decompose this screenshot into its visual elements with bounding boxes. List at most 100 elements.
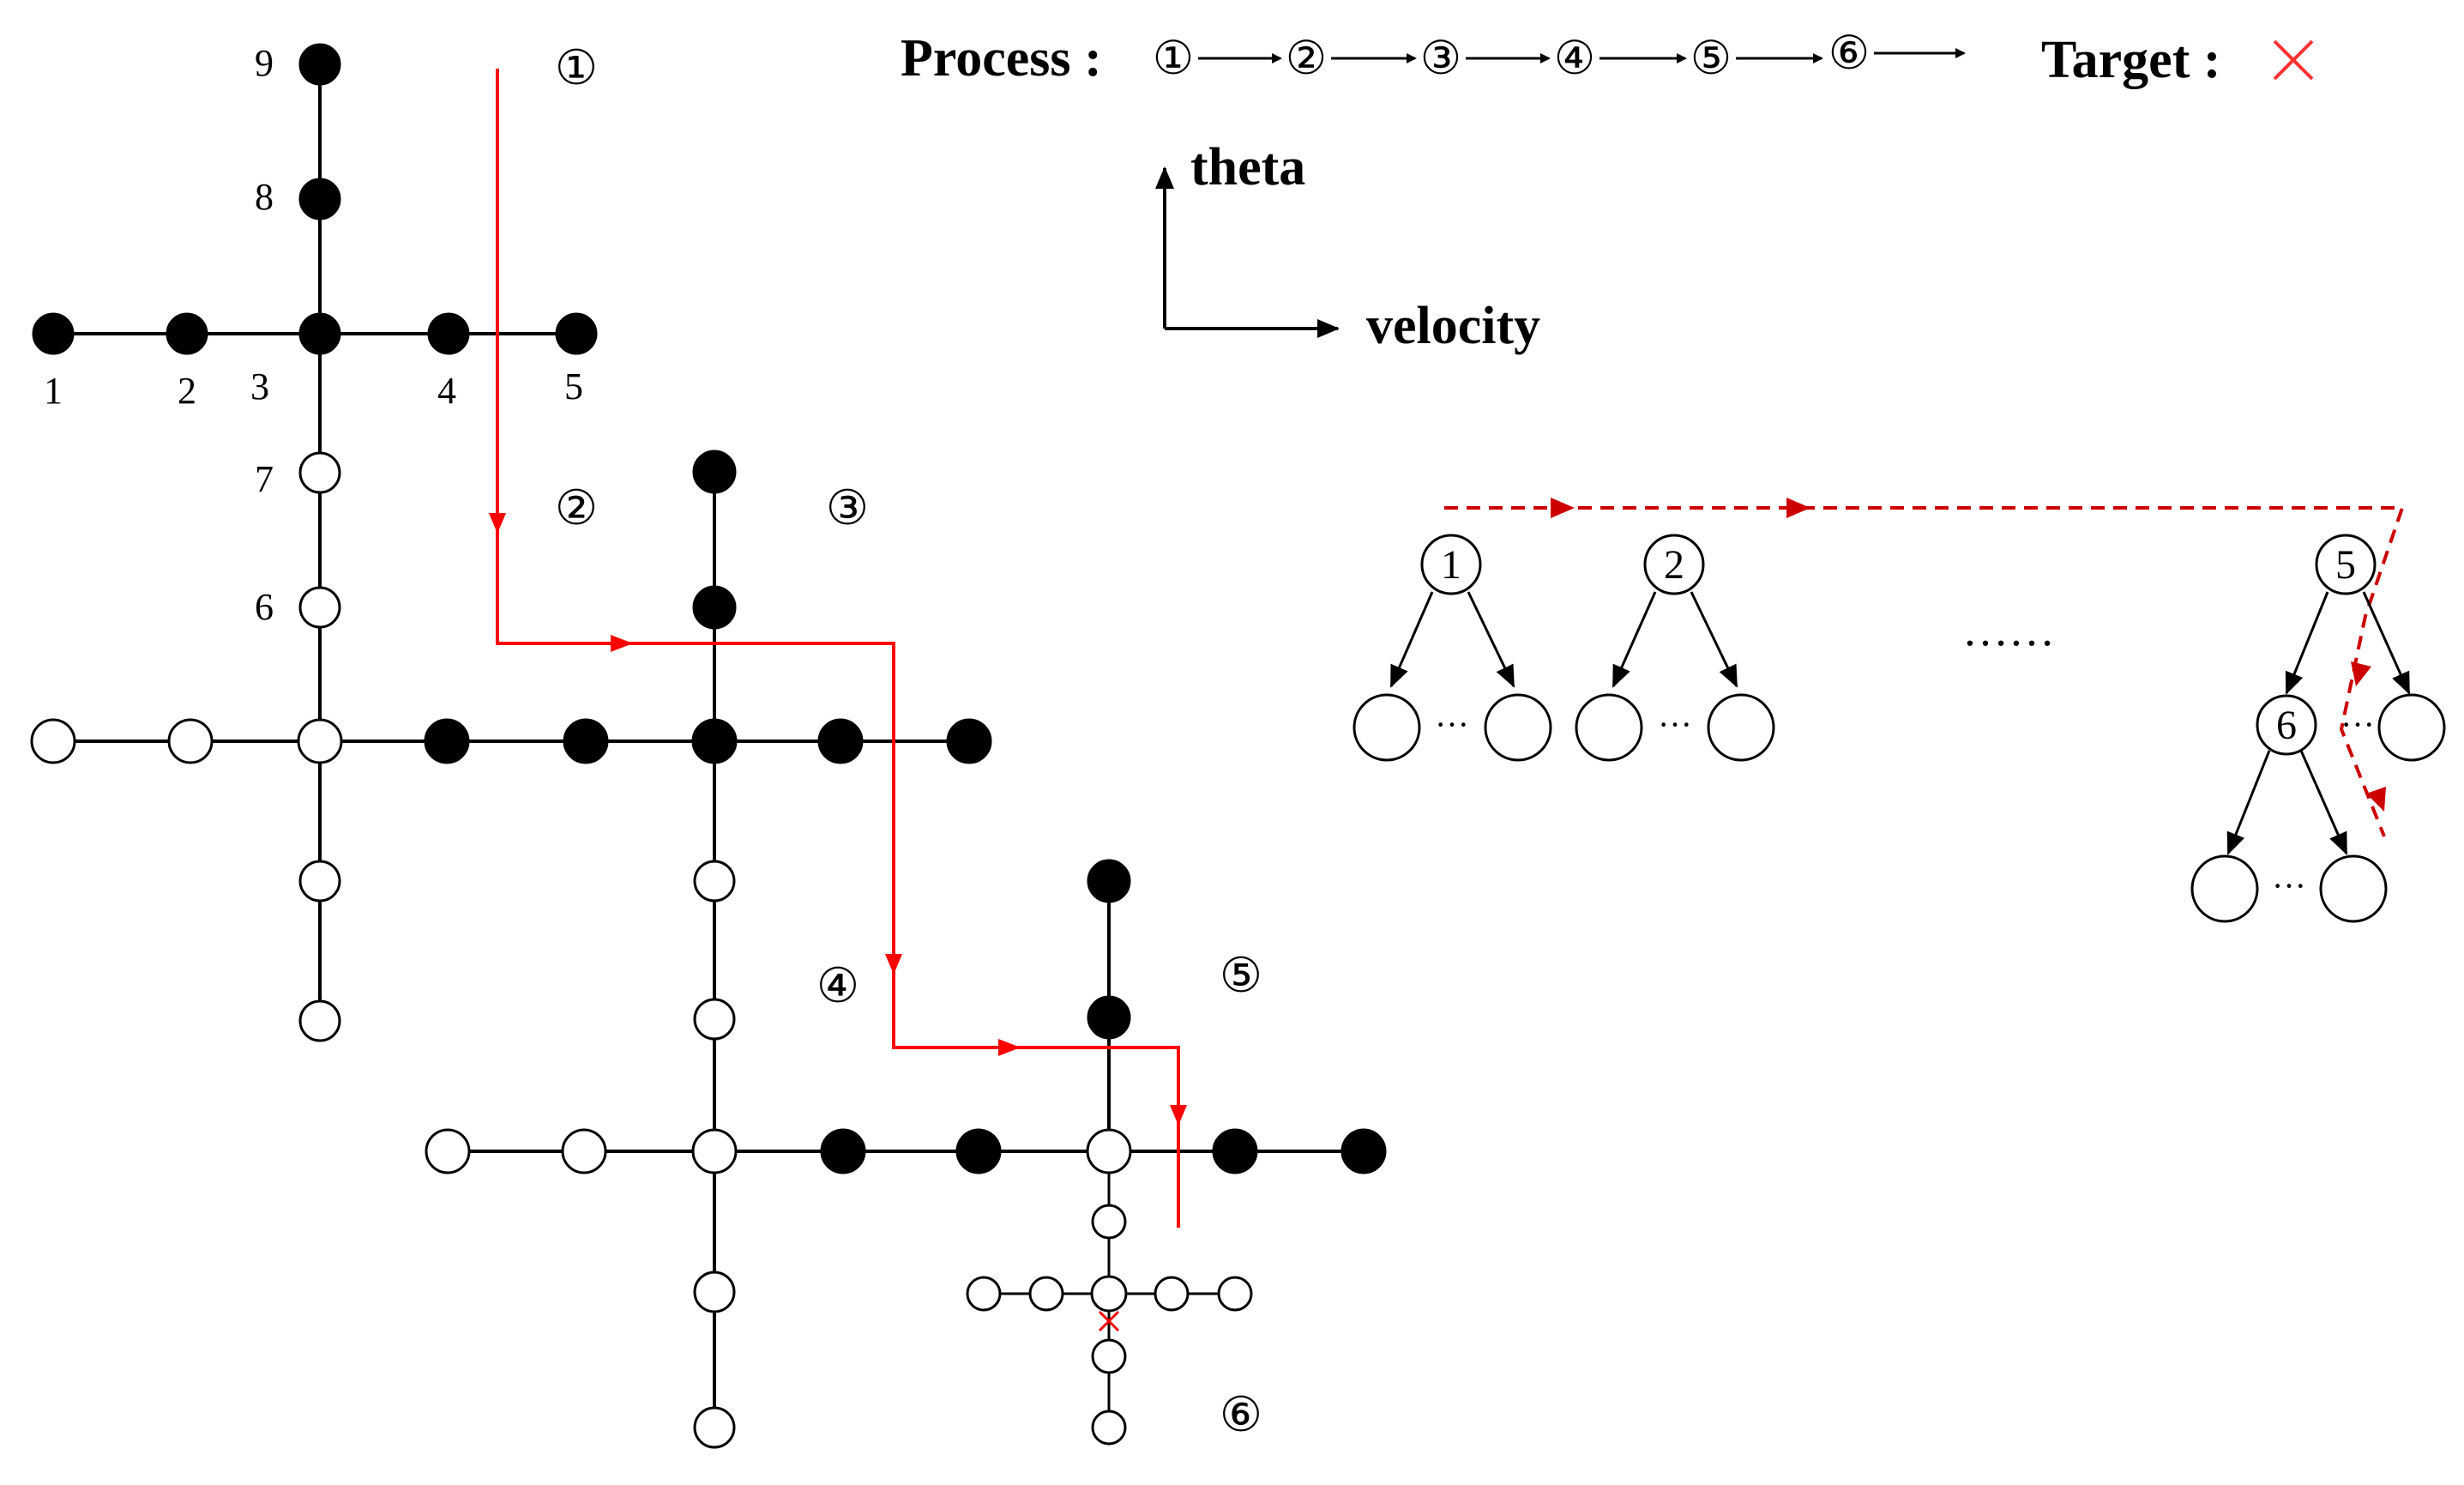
grid-node-empty [298, 586, 341, 629]
search-path [496, 69, 1180, 1228]
y-axis-label: theta [1190, 138, 1305, 196]
grid-node-filled [555, 312, 598, 355]
tree-node-leaf [2319, 854, 2388, 923]
tree-node-label: 6 [2276, 703, 2297, 748]
grid-node-empty [966, 1276, 1002, 1312]
tree-node [2315, 534, 2377, 595]
grid-level-2 [53, 472, 969, 1428]
grid-node-filled [298, 178, 341, 220]
node-label: 3 [250, 365, 269, 407]
node-label: 5 [564, 365, 583, 407]
grid-node-empty [167, 718, 214, 764]
sibling-dots: ··· [2340, 705, 2375, 744]
tree-ellipsis: …… [1962, 604, 2055, 655]
node-label: 1 [44, 370, 63, 412]
grid-node-empty [298, 999, 341, 1042]
grid-node-filled [1340, 1128, 1387, 1174]
path-arrow-down-icon [1170, 1105, 1187, 1126]
process-step: ⑥ [1828, 27, 1870, 79]
grid-node-empty [1091, 1338, 1127, 1374]
grid-node-filled [298, 312, 341, 355]
grid-node-filled [563, 718, 609, 764]
node-number-labels: 1 2 3 4 5 6 7 8 9 [44, 42, 583, 628]
tree-node-leaf [1484, 693, 1552, 762]
grid-node-empty [1091, 1204, 1127, 1240]
grid-node-filled [955, 1128, 1002, 1174]
tree-node [1420, 534, 1482, 595]
grid-node-empty [1028, 1276, 1064, 1312]
tree-node-label: 1 [1441, 542, 1461, 588]
stage-marker: ① [555, 42, 598, 95]
grid-node-filled [427, 312, 470, 355]
tree-node-label: 2 [1664, 542, 1684, 588]
grid-node-filled [946, 718, 992, 764]
tree-node [2256, 694, 2317, 756]
grid-node-filled [691, 718, 738, 764]
grid-node-filled [298, 43, 341, 86]
node-label: 7 [255, 458, 274, 500]
process-legend: Process : ① ② ③ ④ ⑤ ⑥ Target : [901, 27, 2314, 89]
grid-node-filled [1087, 859, 1131, 903]
tree-path-arrow-right-icon [1786, 498, 1810, 518]
tree-path-arrow-down-icon [2351, 661, 2371, 686]
grid-node-empty [1217, 1276, 1253, 1312]
process-step: ④ [1554, 33, 1595, 84]
target-label: Target : [2041, 31, 2221, 89]
tree-node-label: 5 [2335, 542, 2356, 588]
path-arrow-right-icon [611, 635, 633, 652]
grid-node-empty [693, 1406, 736, 1449]
process-step: ② [1286, 33, 1327, 84]
tree-node [1643, 534, 1705, 595]
process-label: Process : [901, 29, 1102, 88]
target-cross-icon [1098, 1310, 1120, 1332]
grid-node-filled [1212, 1128, 1258, 1174]
node-label: 2 [178, 370, 196, 412]
process-step: ① [1153, 33, 1194, 84]
grid-node-empty [298, 860, 341, 902]
grid-nodes [30, 43, 1387, 1449]
grid-node-filled [1087, 995, 1131, 1040]
tree-path-arrow-down-icon [2366, 787, 2386, 812]
axes-indicator: theta velocity [1155, 138, 1540, 355]
stage-marker: ⑤ [1220, 950, 1262, 1003]
tree-path-arrow-right-icon [1551, 498, 1575, 518]
path-arrow-right-icon [998, 1039, 1021, 1056]
grid-level-3 [448, 881, 1364, 1153]
grid-node-empty [693, 1271, 736, 1313]
grid-node-empty [561, 1128, 607, 1174]
grid-node-empty [1090, 1275, 1128, 1313]
grid-node-filled [424, 718, 470, 764]
path-arrowheads [489, 513, 1187, 1126]
tree-node-leaf [2190, 854, 2259, 923]
grid-node-empty [298, 451, 341, 494]
tree-node-leaf [1575, 693, 1643, 762]
path-arrow-down-icon [489, 513, 506, 534]
grid-node-empty [691, 1128, 738, 1174]
grid-node-empty [693, 860, 736, 902]
node-label: 8 [255, 176, 274, 218]
grid-node-empty [1154, 1276, 1190, 1312]
sibling-dots: ··· [1658, 705, 1692, 744]
grid-node-empty [297, 718, 343, 764]
tree-node-leaf [1707, 693, 1775, 762]
tree-node-leaf [2377, 693, 2446, 762]
process-step: ⑤ [1690, 33, 1732, 84]
grid-node-empty [1091, 1410, 1127, 1446]
target-legend-cross-icon [2273, 39, 2314, 81]
grid-node-filled [166, 312, 208, 355]
sibling-dots: ··· [2272, 866, 2306, 905]
grid-node-filled [820, 1128, 866, 1174]
path-arrow-down-icon [885, 954, 902, 975]
stage-marker: ② [555, 482, 598, 535]
node-label: 6 [255, 586, 274, 628]
stage-markers: ① ② ③ ④ ⑤ ⑥ [555, 42, 1262, 1442]
node-label: 9 [255, 42, 274, 84]
stage-marker: ⑥ [1220, 1389, 1262, 1442]
x-axis-label: velocity [1366, 297, 1540, 355]
search-tree: 1 2 5 6 ··· ··· ··· ··· …… [1352, 498, 2446, 923]
grid-node-filled [692, 450, 737, 494]
tree-node-leaf [1352, 693, 1421, 762]
grid-node-filled [692, 585, 737, 630]
stage-marker: ④ [816, 960, 859, 1013]
